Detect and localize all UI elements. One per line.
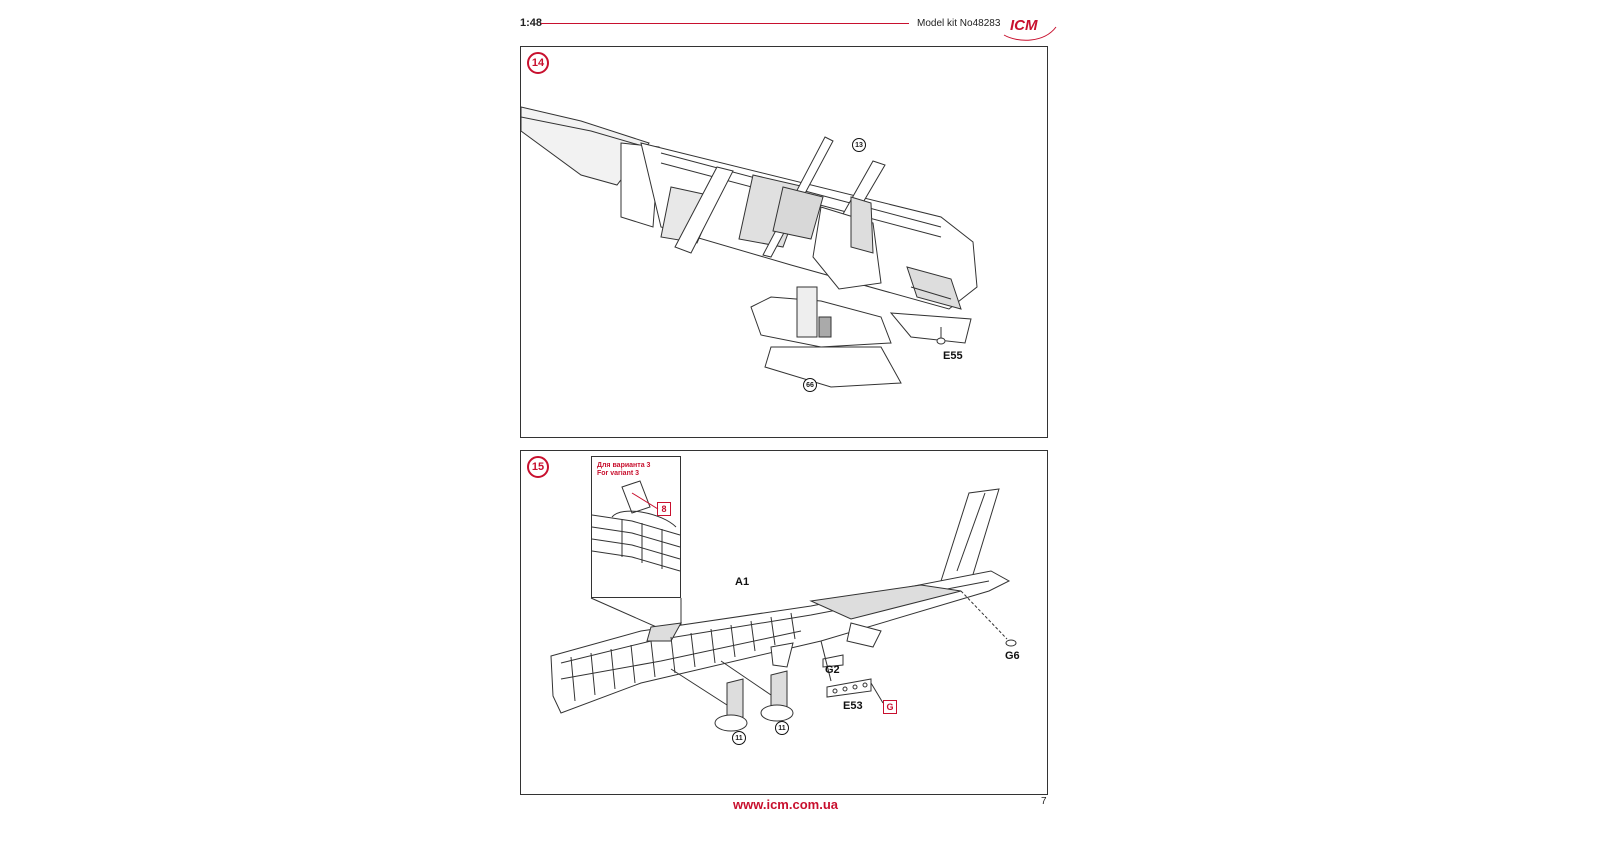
part-e55: E55 (943, 350, 963, 362)
step-15-fuselage-drawing (521, 451, 1049, 796)
variant-note-en: For variant 3 (597, 470, 640, 477)
part-a1: A1 (735, 576, 750, 588)
logo-text: ICM (1010, 17, 1038, 34)
header-rule (541, 23, 909, 24)
sprue-g-box: G (883, 700, 897, 714)
page-number: 7 (1041, 796, 1047, 807)
scale-label: 1:48 (520, 17, 543, 29)
part-e53: E53 (843, 700, 863, 712)
ref-11-left: 11 (732, 731, 746, 745)
step-14-panel: 14 (520, 46, 1048, 438)
step-14-fuselage-drawing (521, 47, 1049, 439)
ref-13: 13 (852, 138, 866, 152)
step-15-badge: 15 (527, 456, 549, 478)
ref-66: 66 (803, 378, 817, 392)
variant-inset-detail (592, 457, 682, 599)
ref-11-right: 11 (775, 721, 789, 735)
model-kit-number: Model kit No48283 (917, 18, 1001, 29)
part-g6: G6 (1005, 650, 1020, 662)
step-15-panel: 15 Для варианта 3 For variant 3 8 (520, 450, 1048, 795)
footer-url[interactable]: www.icm.com.ua (733, 797, 838, 812)
variant-note-ru: Для варианта 3 (597, 462, 651, 469)
variant-3-inset: Для варианта 3 For variant 3 8 (591, 456, 681, 598)
icm-logo: ICM (1000, 13, 1058, 43)
step-14-badge: 14 (527, 52, 549, 74)
part-g2: G2 (825, 664, 840, 676)
